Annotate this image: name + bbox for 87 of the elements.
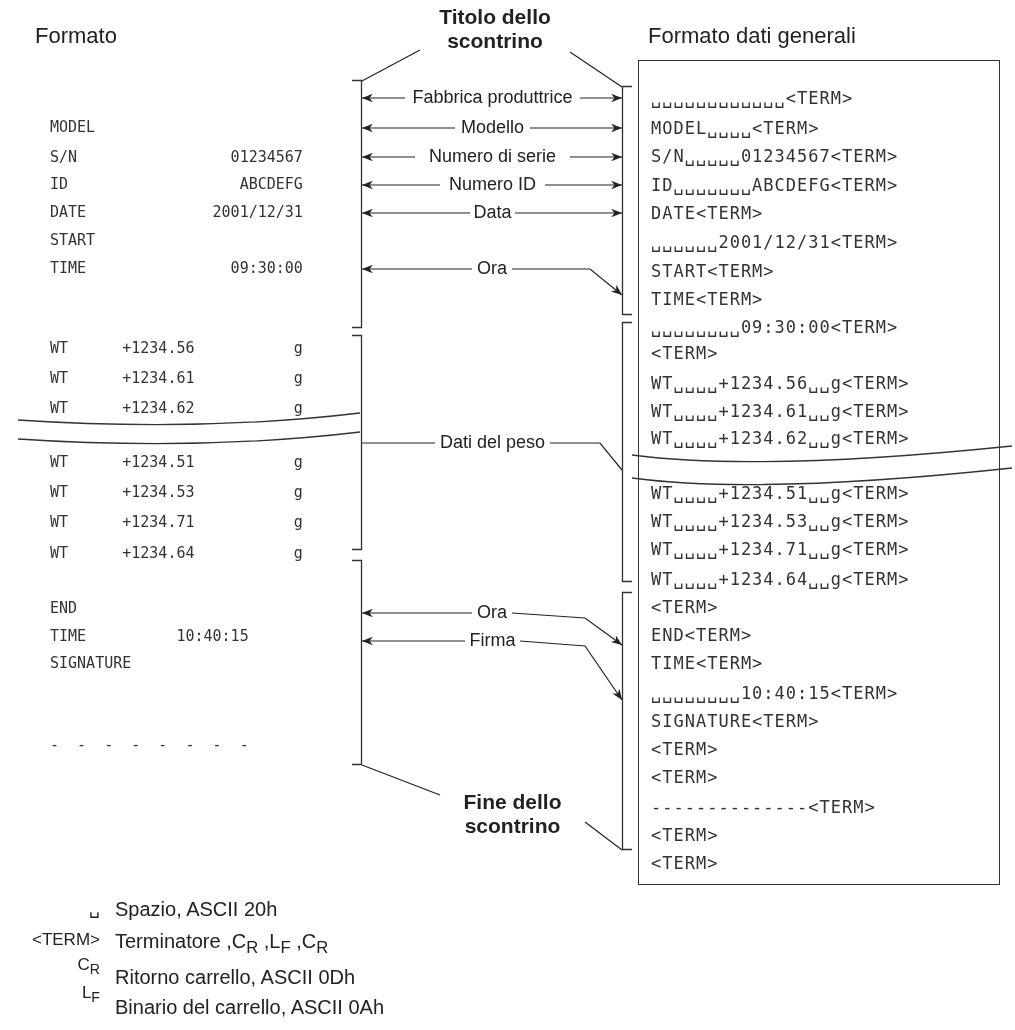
leader-line bbox=[569, 51, 623, 88]
printout-line: WT␣␣␣␣+1234.53␣␣g<TERM> bbox=[651, 510, 910, 532]
key-text: Binario del carrello, ASCII 0Ah bbox=[115, 996, 385, 1019]
printout-line: - - - - - - - - bbox=[50, 735, 249, 755]
field-label: Fabbrica produttrice bbox=[405, 87, 580, 109]
printout-line: MODEL bbox=[50, 117, 96, 137]
printout-line: TIME<TERM> bbox=[651, 288, 764, 310]
leader-line bbox=[361, 49, 421, 82]
arrow bbox=[361, 208, 471, 218]
key-symbol: ␣ bbox=[89, 898, 100, 919]
key-text: Ritorno carrello, ASCII 0Dh bbox=[115, 966, 356, 989]
leader-line bbox=[361, 442, 436, 444]
printout-line: WT␣␣␣␣+1234.51␣␣g<TERM> bbox=[651, 482, 910, 504]
printout-line: <TERM> bbox=[651, 766, 719, 788]
arrow bbox=[361, 180, 441, 190]
printout-line: S/N 01234567 bbox=[50, 147, 303, 167]
printout-line: WT␣␣␣␣+1234.61␣␣g<TERM> bbox=[651, 400, 910, 422]
arrow bbox=[529, 123, 623, 133]
section-heading: Fine dello scontrino bbox=[440, 790, 585, 842]
field-label: Ora bbox=[472, 602, 512, 624]
field-label: Numero ID bbox=[440, 174, 545, 196]
printout-line: TIME 09:30:00 bbox=[50, 258, 303, 278]
field-label: Dati del peso bbox=[435, 432, 550, 454]
field-label: Modello bbox=[455, 117, 530, 139]
printout-line: <TERM> bbox=[651, 852, 719, 874]
arrow bbox=[579, 93, 623, 103]
printout-line: S/N␣␣␣␣␣01234567<TERM> bbox=[651, 145, 899, 167]
printout-line: WT +1234.71 g bbox=[50, 512, 303, 532]
arrow bbox=[569, 152, 623, 162]
printout-line: END<TERM> bbox=[651, 624, 753, 646]
printout-line: WT +1234.61 g bbox=[50, 368, 303, 388]
printout-line: MODEL␣␣␣␣<TERM> bbox=[651, 117, 820, 139]
printout-line: WT +1234.56 g bbox=[50, 338, 303, 358]
panel-heading: Formato bbox=[35, 23, 117, 49]
printout-line: START<TERM> bbox=[651, 260, 775, 282]
printout-line: <TERM> bbox=[651, 342, 719, 364]
arrow bbox=[511, 612, 623, 646]
arrow bbox=[361, 636, 466, 646]
printout-line: ID␣␣␣␣␣␣␣ABCDEFG<TERM> bbox=[651, 174, 899, 196]
arrow bbox=[544, 180, 623, 190]
printout-line: WT␣␣␣␣+1234.64␣␣g<TERM> bbox=[651, 568, 910, 590]
printout-line: WT +1234.64 g bbox=[50, 543, 303, 563]
leader-line bbox=[361, 764, 441, 796]
printout-line: ␣␣␣␣␣␣␣␣09:30:00<TERM> bbox=[651, 316, 899, 338]
printout-line: DATE 2001/12/31 bbox=[50, 202, 303, 222]
printout-line: <TERM> bbox=[651, 738, 719, 760]
key-text: Terminatore ,C$_{R}$ ,L$_{F}$ ,C$_{R}$ bbox=[115, 930, 329, 958]
section-heading: Titolo dello scontrino bbox=[420, 5, 570, 57]
arrow bbox=[514, 208, 623, 218]
printout-line: <TERM> bbox=[651, 824, 719, 846]
printout-line: TIME 10:40:15 bbox=[50, 626, 249, 646]
printout-line: WT +1234.62 g bbox=[50, 398, 303, 418]
printout-line: ␣␣␣␣␣␣␣␣10:40:15<TERM> bbox=[651, 682, 899, 704]
field-label: Data bbox=[470, 202, 515, 224]
arrow bbox=[361, 123, 456, 133]
arrow bbox=[511, 268, 623, 296]
printout-line: DATE<TERM> bbox=[651, 202, 764, 224]
leader-line bbox=[584, 821, 623, 851]
field-label: Numero di serie bbox=[415, 146, 570, 168]
key-symbol: L$_{F}$ bbox=[81, 983, 100, 1006]
printout-line: WT␣␣␣␣+1234.56␣␣g<TERM> bbox=[651, 372, 910, 394]
leader-line bbox=[549, 442, 623, 471]
printout-line: START bbox=[50, 230, 96, 250]
key-text: Spazio, ASCII 20h bbox=[115, 898, 278, 921]
printout-line: SIGNATURE<TERM> bbox=[651, 710, 820, 732]
arrow bbox=[519, 640, 623, 701]
printout-line: END bbox=[50, 598, 78, 618]
field-label: Ora bbox=[472, 258, 512, 280]
arrow bbox=[361, 264, 473, 274]
panel-heading: Formato dati generali bbox=[648, 23, 856, 49]
printout-line: TIME<TERM> bbox=[651, 652, 764, 674]
printout-line: WT␣␣␣␣+1234.62␣␣g<TERM> bbox=[651, 427, 910, 449]
printout-line: WT +1234.53 g bbox=[50, 482, 303, 502]
printout-line: ␣␣␣␣␣␣2001/12/31<TERM> bbox=[651, 231, 899, 253]
key-symbol: <TERM> bbox=[31, 930, 100, 950]
field-label: Firma bbox=[465, 630, 520, 652]
arrow bbox=[361, 93, 406, 103]
printout-line: <TERM> bbox=[651, 596, 719, 618]
key-symbol: C$_{R}$ bbox=[77, 955, 100, 978]
printout-line: SIGNATURE bbox=[50, 653, 132, 673]
printout-line: WT +1234.51 g bbox=[50, 452, 303, 472]
printout-line: ␣␣␣␣␣␣␣␣␣␣␣␣<TERM> bbox=[651, 87, 854, 109]
arrow bbox=[361, 152, 416, 162]
printout-line: --------------<TERM> bbox=[651, 796, 876, 818]
printout-line: WT␣␣␣␣+1234.71␣␣g<TERM> bbox=[651, 538, 910, 560]
arrow bbox=[361, 608, 473, 618]
printout-line: ID ABCDEFG bbox=[50, 174, 303, 194]
